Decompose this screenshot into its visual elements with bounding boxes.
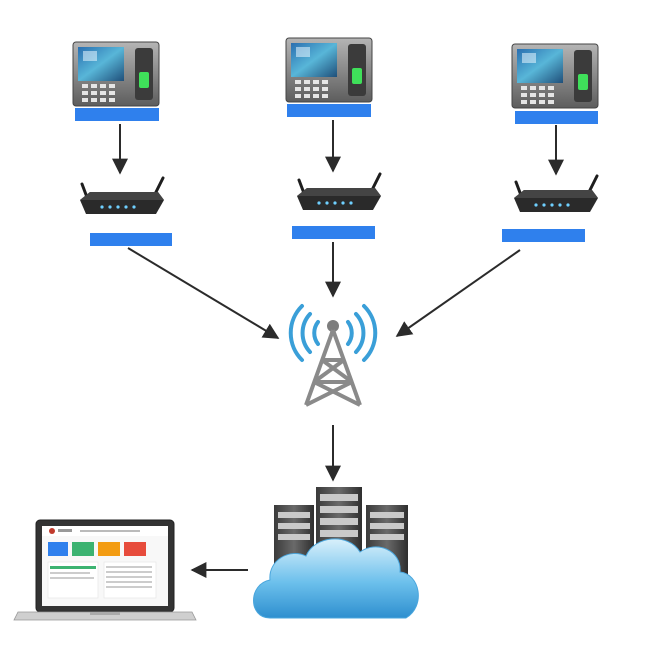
cloud-shape bbox=[253, 538, 419, 619]
wireless-router-icon bbox=[297, 172, 382, 210]
router-label-bar bbox=[90, 233, 172, 246]
arrow-router-3-to-tower bbox=[395, 249, 521, 337]
router-3 bbox=[502, 174, 599, 242]
fingerprint-terminal-icon bbox=[511, 43, 599, 109]
router-1 bbox=[80, 176, 172, 246]
router-label-bar bbox=[292, 226, 375, 239]
wireless-router-icon bbox=[80, 176, 165, 214]
laptop-icon bbox=[13, 519, 197, 621]
terminal-3 bbox=[511, 43, 599, 124]
fingerprint-terminal-icon bbox=[285, 37, 373, 103]
wireless-router-icon bbox=[514, 174, 599, 212]
router-label-bar bbox=[502, 229, 585, 242]
terminal-1 bbox=[72, 41, 160, 121]
fingerprint-terminal-icon bbox=[72, 41, 160, 107]
router-2 bbox=[292, 172, 382, 239]
laptop-screen-content bbox=[42, 526, 168, 599]
cell-tower-icon bbox=[288, 304, 378, 407]
arrow-router-1-to-tower bbox=[127, 247, 280, 339]
terminal-label-bar bbox=[287, 104, 371, 117]
terminal-label-bar bbox=[75, 108, 159, 121]
terminal-2 bbox=[285, 37, 373, 117]
terminal-label-bar bbox=[515, 111, 598, 124]
cloud-server-icon bbox=[253, 487, 419, 619]
